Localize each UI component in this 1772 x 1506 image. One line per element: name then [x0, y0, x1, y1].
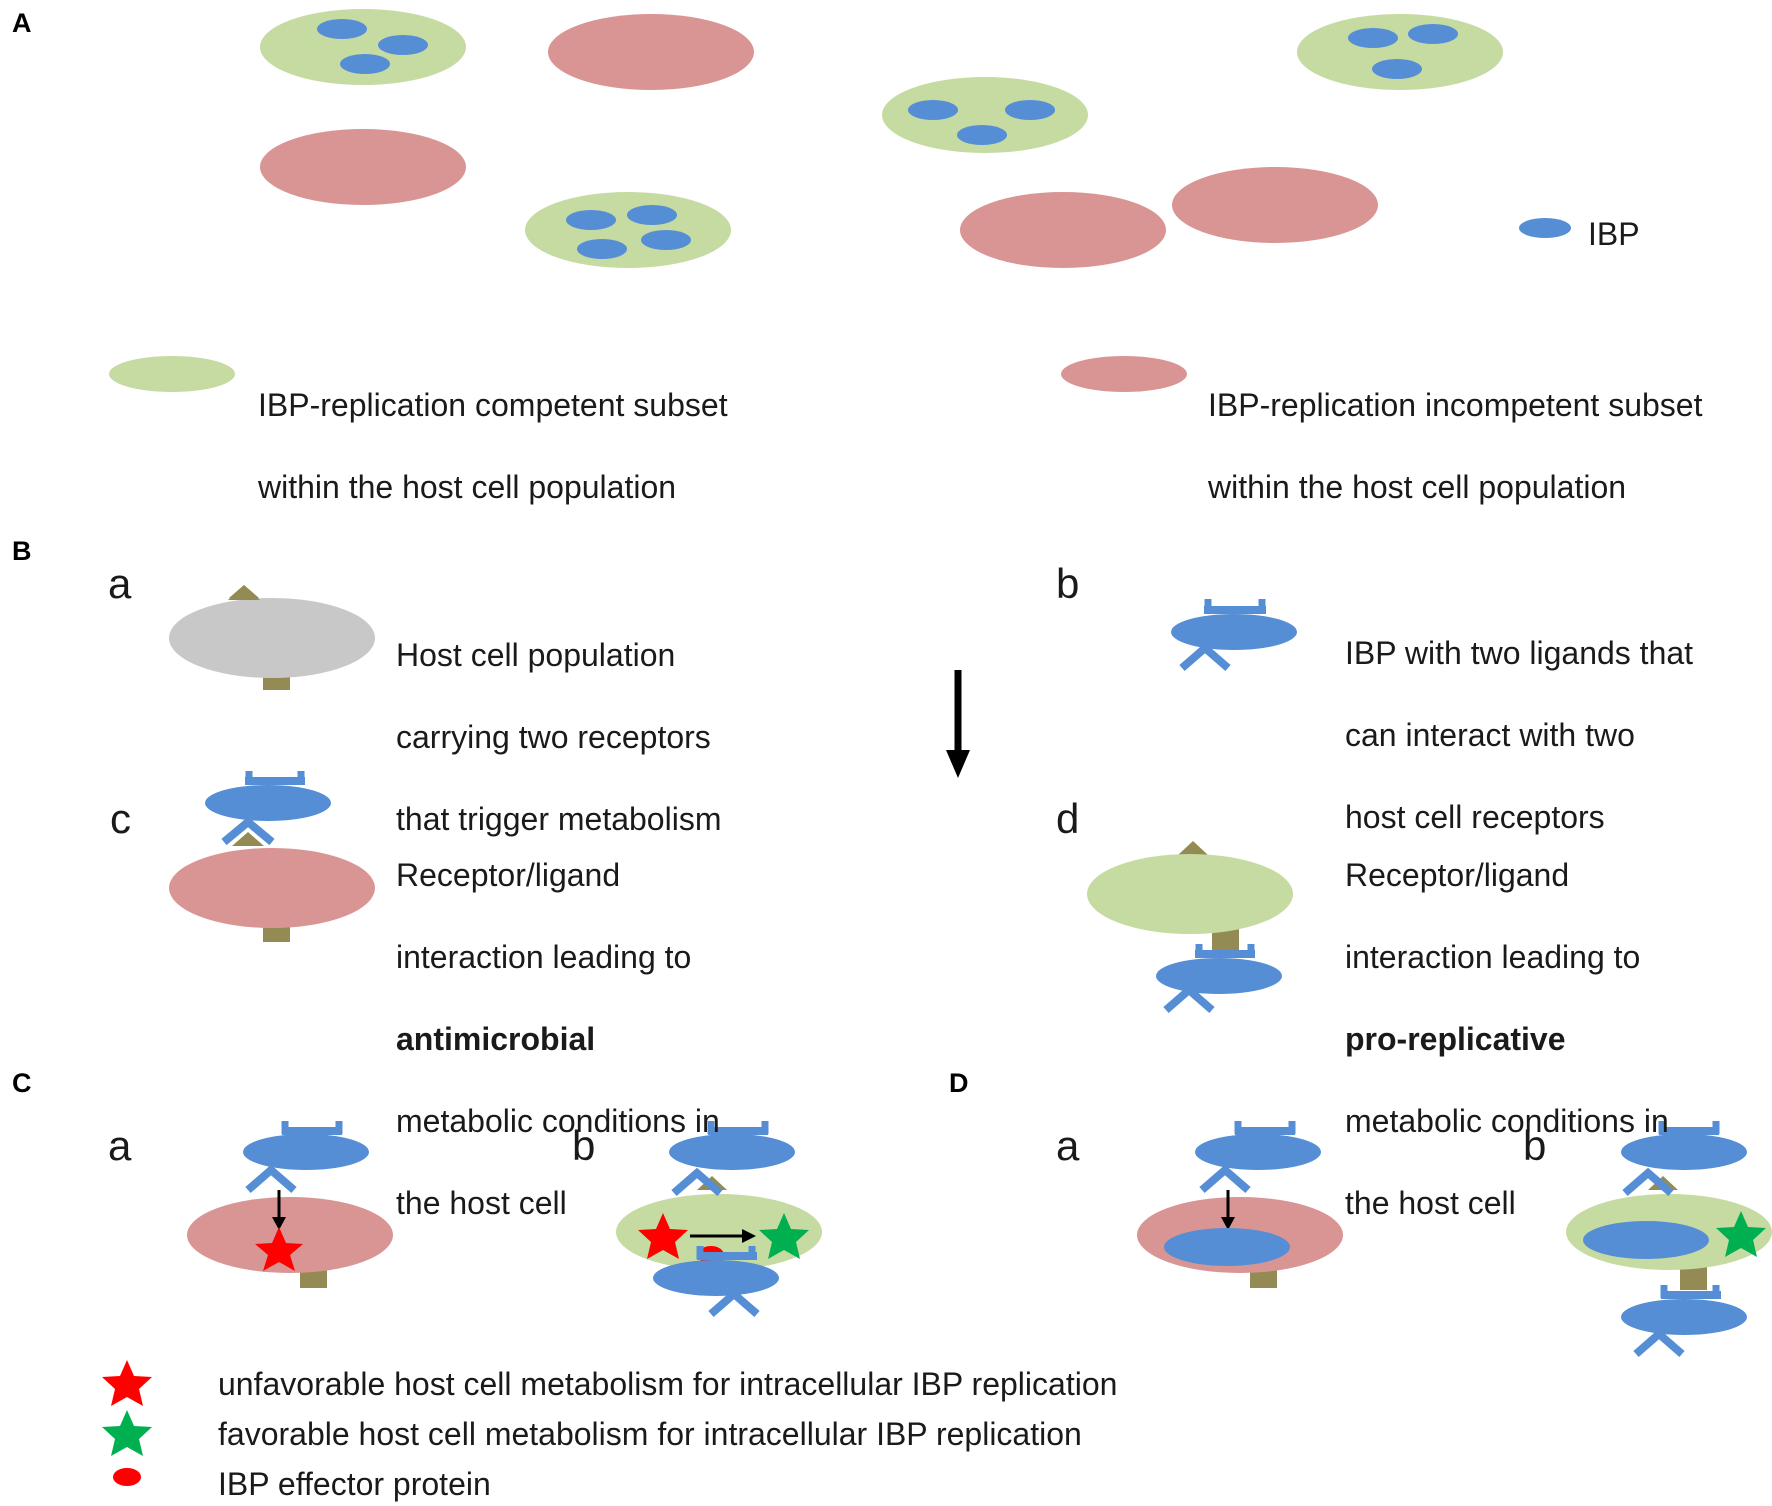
red-star-icon [255, 1227, 303, 1271]
intracellular-ibp [1583, 1221, 1709, 1259]
sublabel-c-a: a [108, 1122, 132, 1169]
sublabel-b-b: b [1056, 560, 1080, 607]
b-c-interaction [169, 771, 375, 942]
green-cell-4 [525, 192, 731, 268]
b-b-description: IBP with two ligands that can interact w… [1345, 635, 1694, 835]
panel-label-b: B [12, 536, 32, 566]
panel-a-cells [109, 9, 1571, 392]
b-c-description: Receptor/ligand interaction leading to a… [396, 857, 720, 1221]
green-cell-2 [1297, 14, 1503, 90]
green-star-icon [1716, 1211, 1766, 1257]
b-a-description: Host cell population carrying two recept… [396, 637, 722, 837]
sublabel-d-a: a [1056, 1122, 1080, 1169]
legend-competent-text: IBP-replication competent subset within … [258, 387, 728, 505]
sublabel-b-a: a [108, 560, 132, 607]
legend-incompetent-text: IBP-replication incompetent subset withi… [1208, 387, 1703, 505]
red-cell-1 [548, 14, 754, 90]
red-cell-4 [960, 192, 1166, 268]
c-a-diagram [187, 1121, 393, 1288]
red-cell-3 [1172, 167, 1378, 243]
panel-label-d: D [949, 1068, 969, 1098]
sublabel-c-b: b [572, 1122, 596, 1169]
d-b-diagram [1566, 1121, 1772, 1358]
red-star-icon [638, 1213, 688, 1259]
legend-favorable-text: favorable host cell metabolism for intra… [218, 1416, 1082, 1452]
panel-label-c: C [12, 1068, 32, 1098]
b-a-host-cell [169, 585, 375, 690]
legend-effector-text: IBP effector protein [218, 1466, 491, 1502]
green-star-icon [102, 1410, 152, 1456]
effector-protein-icon [113, 1468, 141, 1486]
red-cell-2 [260, 129, 466, 205]
intracellular-ibp [1164, 1228, 1290, 1266]
sublabel-b-d: d [1056, 795, 1080, 842]
green-cell-1 [260, 9, 466, 85]
arrow-down-icon [946, 670, 970, 778]
sublabel-d-b: b [1523, 1122, 1547, 1169]
sublabel-b-c: c [110, 795, 131, 842]
legend-green-swatch [109, 356, 235, 392]
b-d-description: Receptor/ligand interaction leading to p… [1345, 857, 1669, 1221]
red-star-icon [102, 1360, 152, 1406]
green-cell-3 [882, 77, 1088, 153]
b-d-interaction [1087, 841, 1293, 1014]
legend-red-swatch [1061, 356, 1187, 392]
c-b-diagram [616, 1121, 822, 1318]
green-star-icon [759, 1213, 809, 1259]
ibp-legend-label: IBP [1588, 216, 1640, 252]
b-b-ibp [1171, 599, 1297, 672]
panel-label-a: A [12, 8, 32, 38]
ibp-legend-icon [1519, 218, 1571, 238]
d-a-diagram [1137, 1121, 1343, 1288]
legend-unfavorable-text: unfavorable host cell metabolism for int… [218, 1366, 1118, 1402]
